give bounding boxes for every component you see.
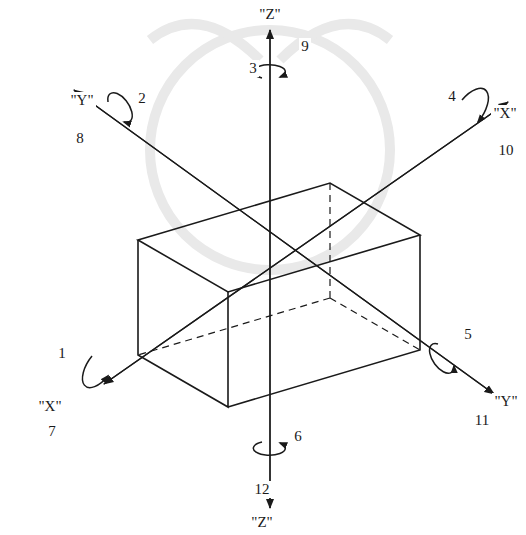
block [138,183,420,407]
axis-label: "Y" [492,393,519,410]
callout-number: 1 [56,345,68,362]
axis-label: "Y" [68,92,95,109]
callout-number: 6 [292,428,304,445]
callout-number: 9 [299,38,311,55]
callout-number: 5 [462,326,474,343]
callout-number: 8 [74,130,86,147]
y-axis [74,90,494,394]
callout-number: 7 [46,423,58,440]
x-axis [104,102,508,384]
callout-number: 3 [247,60,259,77]
axis-label: "X" [36,398,63,415]
x-axis [104,102,508,384]
callout-number: 11 [473,412,491,429]
callout-number: 10 [497,142,516,159]
axis-label: "Z" [257,6,282,23]
callout-number: 2 [136,90,148,107]
rotation-arrows [82,65,488,455]
axis-label: "X" [491,105,518,122]
callout-number: 4 [446,88,458,105]
axis-label: "Z" [249,514,274,531]
y-axis [74,90,494,394]
callout-number: 12 [253,481,272,498]
